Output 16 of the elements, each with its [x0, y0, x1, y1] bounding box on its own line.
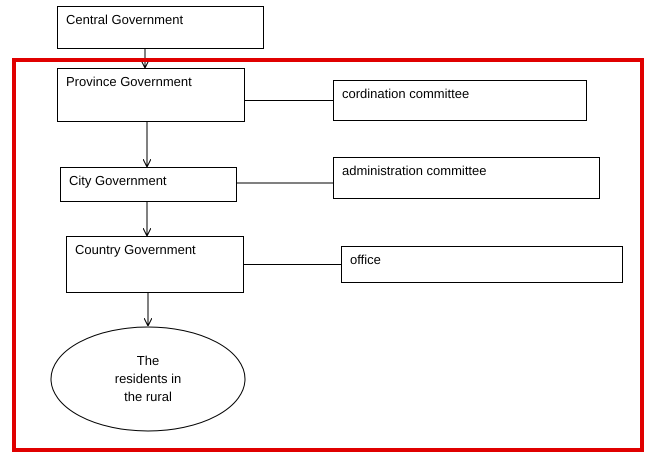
arrow — [143, 292, 153, 327]
process-box: office — [341, 246, 623, 283]
process-box: Province Government — [57, 68, 245, 122]
process-box: cordination committee — [333, 80, 587, 121]
node-label: The residents in the rural — [114, 352, 182, 406]
process-box: City Government — [60, 167, 237, 202]
connector-line — [236, 182, 334, 184]
arrow — [142, 202, 152, 237]
process-box: Central Government — [57, 6, 264, 49]
arrow — [140, 48, 150, 69]
arrow — [142, 122, 152, 168]
process-box: administration committee — [333, 157, 600, 199]
process-box: Country Government — [66, 236, 244, 293]
group-frame — [12, 58, 644, 452]
connector-line — [244, 100, 334, 101]
connector-line — [244, 264, 342, 265]
